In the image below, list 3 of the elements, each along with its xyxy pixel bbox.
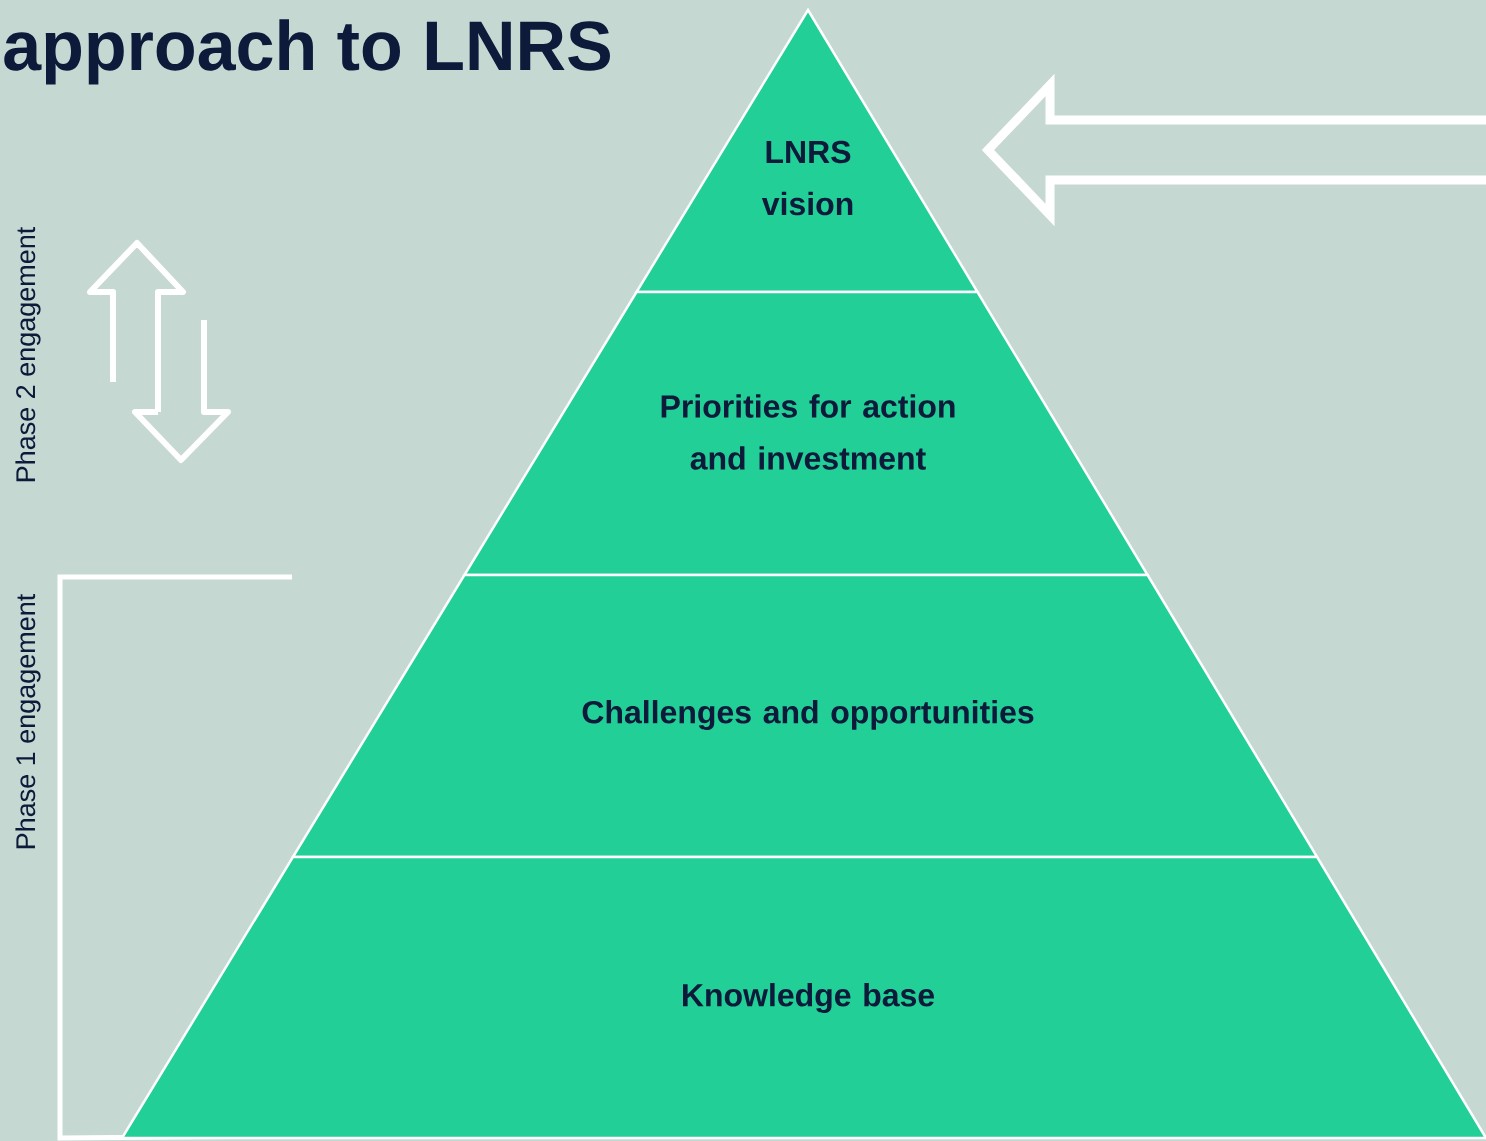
phase-label: Phase 1 engagement [15, 593, 41, 849]
diagram-title: approach to LNRS [4, 19, 610, 85]
phase-label: Phase 2 engagement [15, 226, 41, 482]
